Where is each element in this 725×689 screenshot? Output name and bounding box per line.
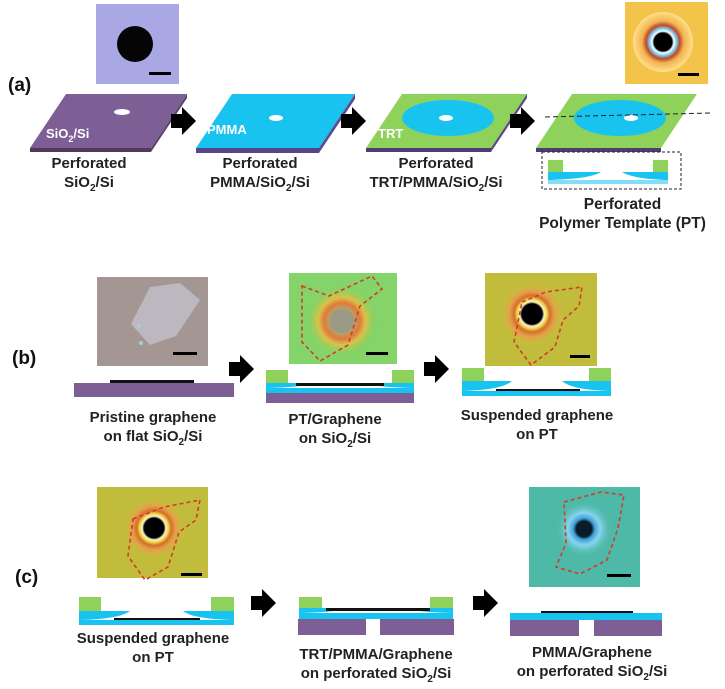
caption-c1: Suspended graphene on PT <box>76 630 230 666</box>
caption-a4: Perforated Polymer Template (PT) <box>539 196 706 232</box>
arrow-icon <box>251 589 276 617</box>
arrow-icon <box>424 355 449 383</box>
cross-section-pt <box>541 151 682 190</box>
caption-b3: Suspended graphene on PT <box>460 407 614 443</box>
micrograph-pristine <box>97 277 208 366</box>
caption-b1: Pristine graphene on flat SiO2/Si <box>89 409 217 448</box>
cross-section-suspended <box>462 368 611 396</box>
micrograph-suspended-c <box>97 487 208 582</box>
cross-section-suspended-c <box>79 597 234 625</box>
caption-c2: TRT/PMMA/Graphene on perforated SiO2/Si <box>299 646 453 685</box>
micrograph-pt-graphene <box>289 273 397 364</box>
caption-c3: PMMA/Graphene on perforated SiO2/Si <box>516 644 668 683</box>
arrow-icon <box>473 589 498 617</box>
cross-section-pt-graphene <box>266 370 414 403</box>
cross-section-pmma-final <box>510 611 662 636</box>
scale-bar <box>366 352 388 355</box>
micrograph-sio2 <box>96 4 179 84</box>
micrograph-suspended <box>485 273 597 367</box>
arrow-icon <box>341 107 366 135</box>
panel-label-b: (b) <box>12 348 37 369</box>
arrow-icon <box>510 107 535 135</box>
scale-bar <box>570 355 590 358</box>
panel-label-a: (a) <box>8 75 32 96</box>
scale-bar <box>678 73 699 76</box>
arrow-icon <box>171 107 196 135</box>
plate-label-sio2: SiO2/Si <box>46 126 89 144</box>
micrograph-pmma-graphene <box>529 487 640 587</box>
caption-b2: PT/Graphene on SiO2/Si <box>288 411 382 450</box>
cross-section-trt-pmma <box>298 597 454 635</box>
cut-line <box>544 112 713 118</box>
scale-bar <box>607 574 631 577</box>
panel-label-c: (c) <box>15 567 39 588</box>
micrograph-pt <box>625 2 708 84</box>
arrow-icon <box>229 355 254 383</box>
plate-pmma: PMMA <box>196 94 355 153</box>
caption-a1: Perforated SiO2/Si <box>51 155 127 194</box>
caption-a3: Perforated TRT/PMMA/SiO2/Si <box>369 155 503 194</box>
scale-bar <box>173 352 197 355</box>
scale-bar <box>181 573 202 576</box>
plate-label-trt: TRT <box>378 126 403 141</box>
scale-bar <box>149 72 171 75</box>
plate-trt: TRT <box>366 94 527 152</box>
plate-sio2: SiO2/Si <box>30 94 187 152</box>
plate-label-pmma: PMMA <box>207 122 247 137</box>
plate-pt <box>536 94 713 152</box>
cross-section-pristine <box>74 380 234 397</box>
caption-a2: Perforated PMMA/SiO2/Si <box>210 155 310 194</box>
